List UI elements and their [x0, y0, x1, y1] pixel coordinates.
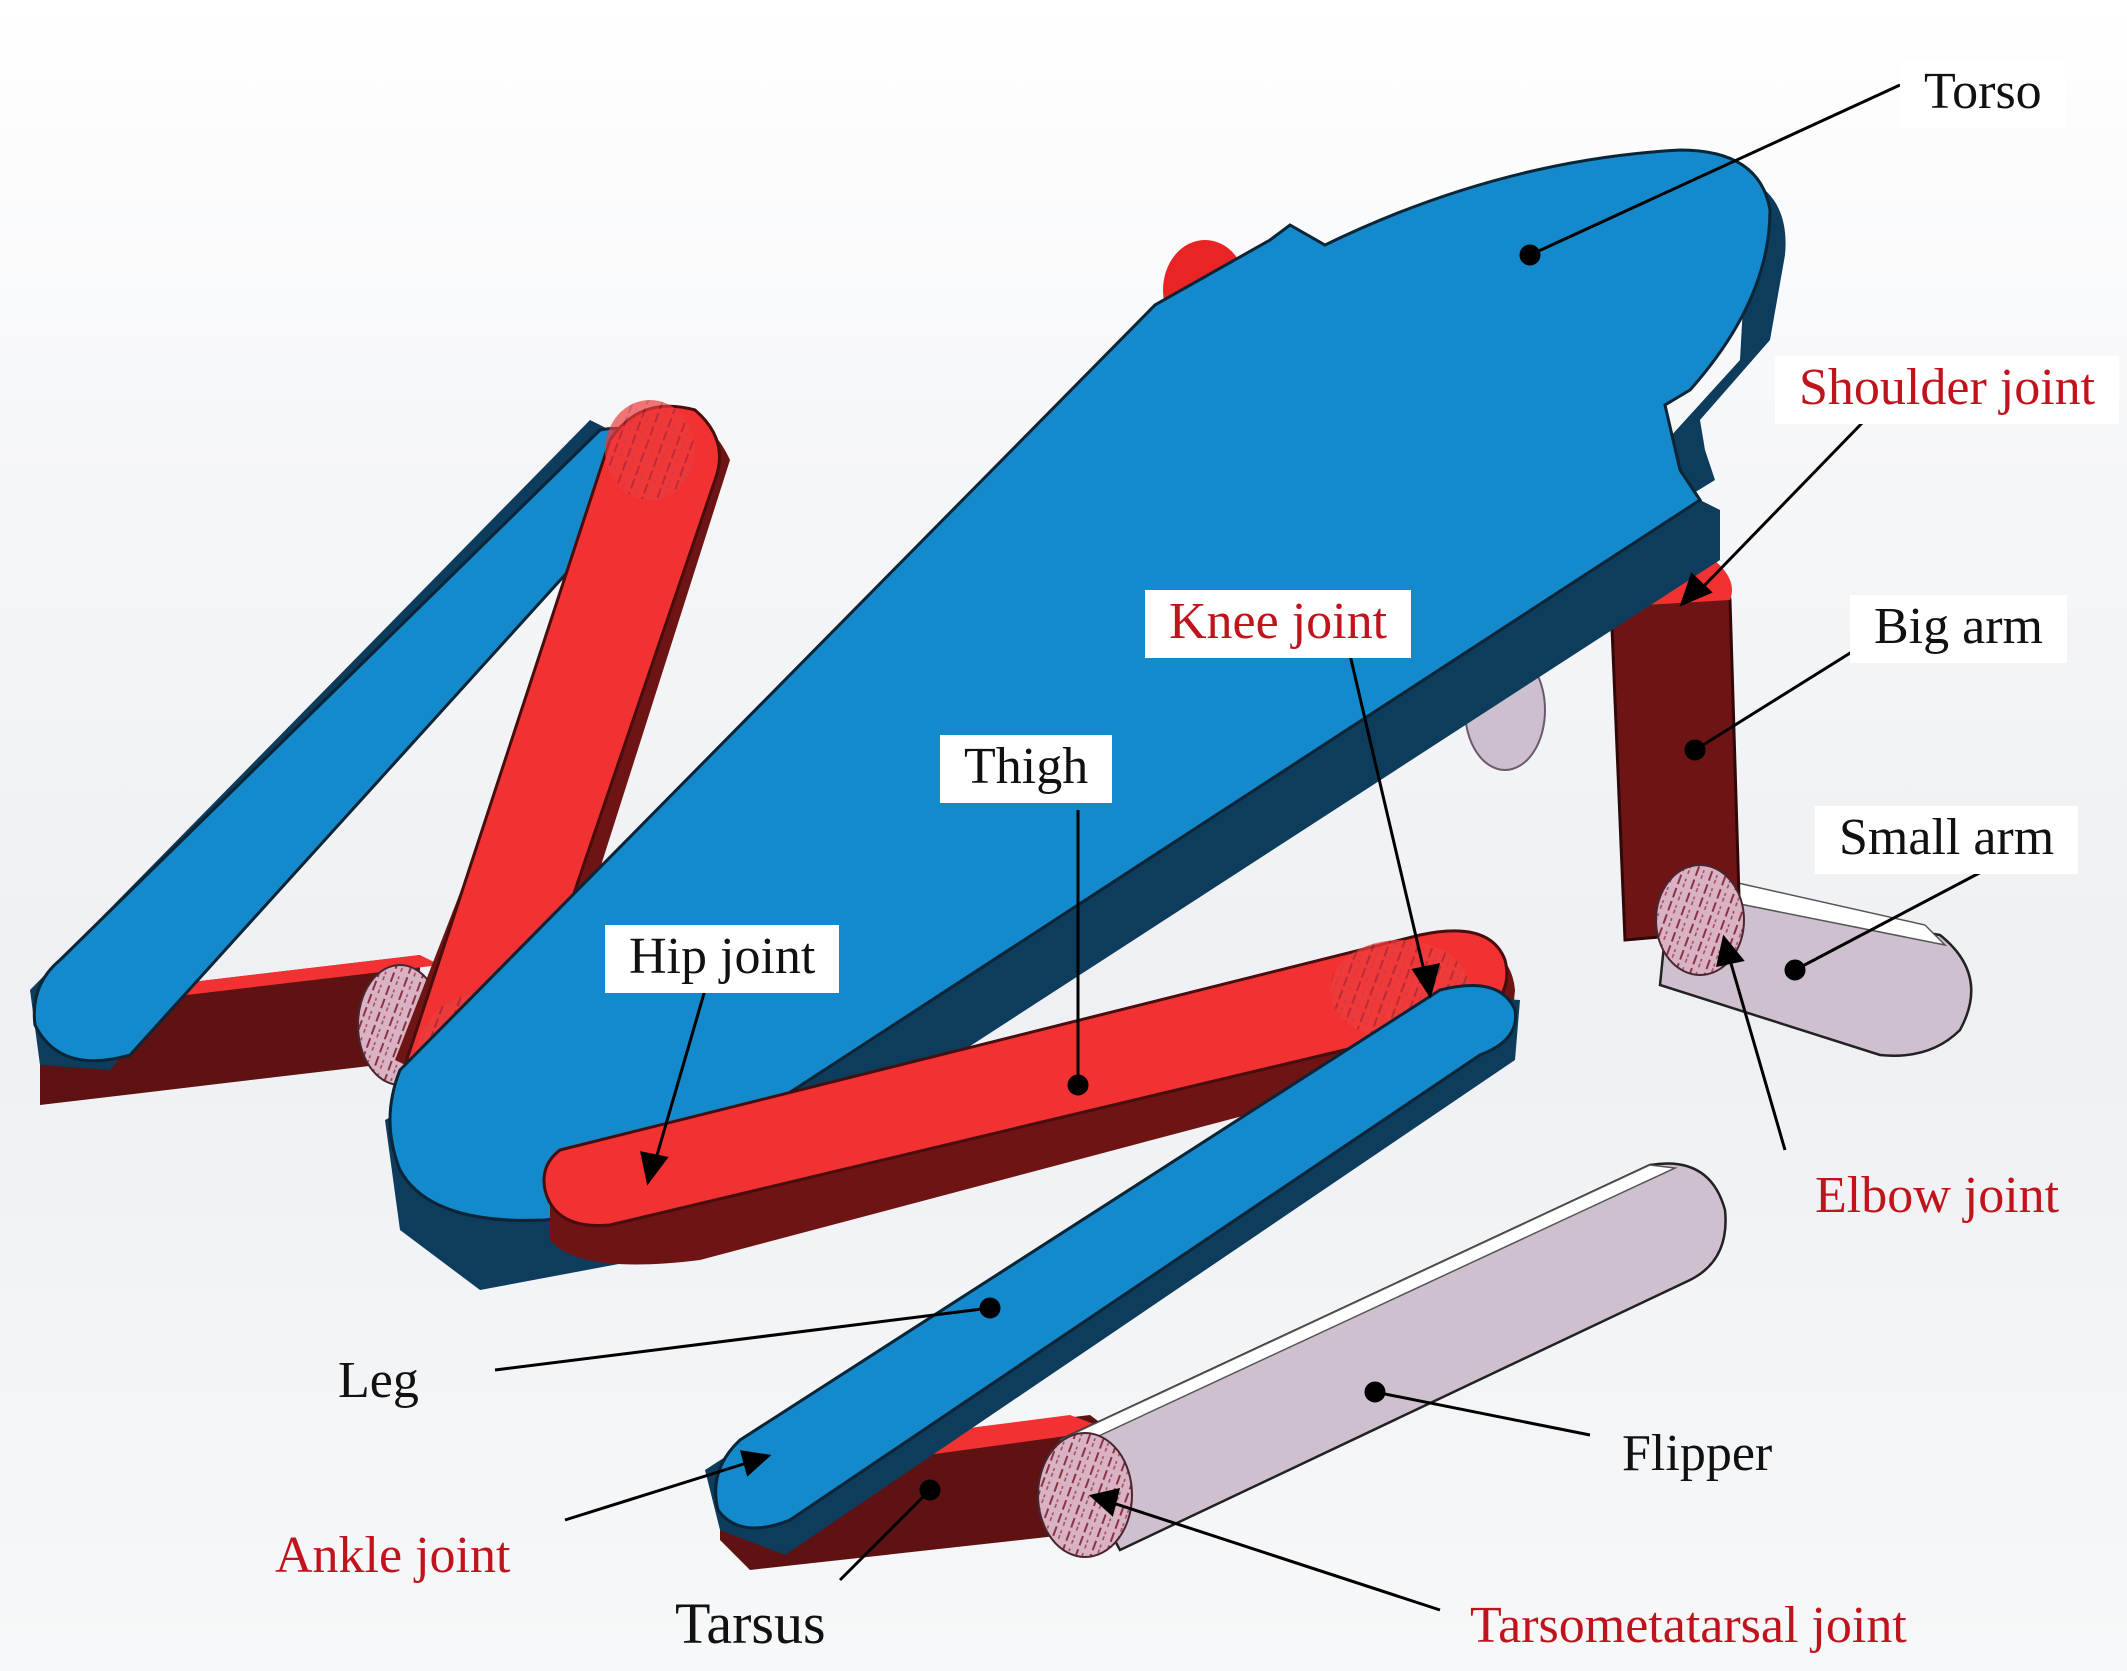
leader-lines — [494, 83, 1986, 1612]
tarsometatarsal-disc — [1037, 1432, 1133, 1558]
front-leg — [705, 984, 1520, 1555]
label-tarsus: Tarsus — [675, 1591, 826, 1656]
label-leg: Leg — [338, 1352, 419, 1409]
label-small-arm: Small arm — [1815, 806, 2079, 874]
label-tarsometatarsal-joint: Tarsometatarsal joint — [1470, 1597, 1907, 1654]
flipper — [1037, 1162, 1727, 1558]
label-knee-joint: Knee joint — [1145, 590, 1412, 658]
label-hip-joint: Hip joint — [605, 925, 840, 993]
label-shoulder-joint: Shoulder joint — [1775, 356, 2120, 424]
label-torso: Torso — [1900, 60, 2066, 128]
label-big-arm: Big arm — [1850, 595, 2067, 663]
label-elbow-joint: Elbow joint — [1815, 1167, 2060, 1224]
label-ankle-joint: Ankle joint — [275, 1527, 511, 1584]
label-flipper: Flipper — [1622, 1425, 1773, 1482]
label-thigh: Thigh — [940, 735, 1113, 803]
